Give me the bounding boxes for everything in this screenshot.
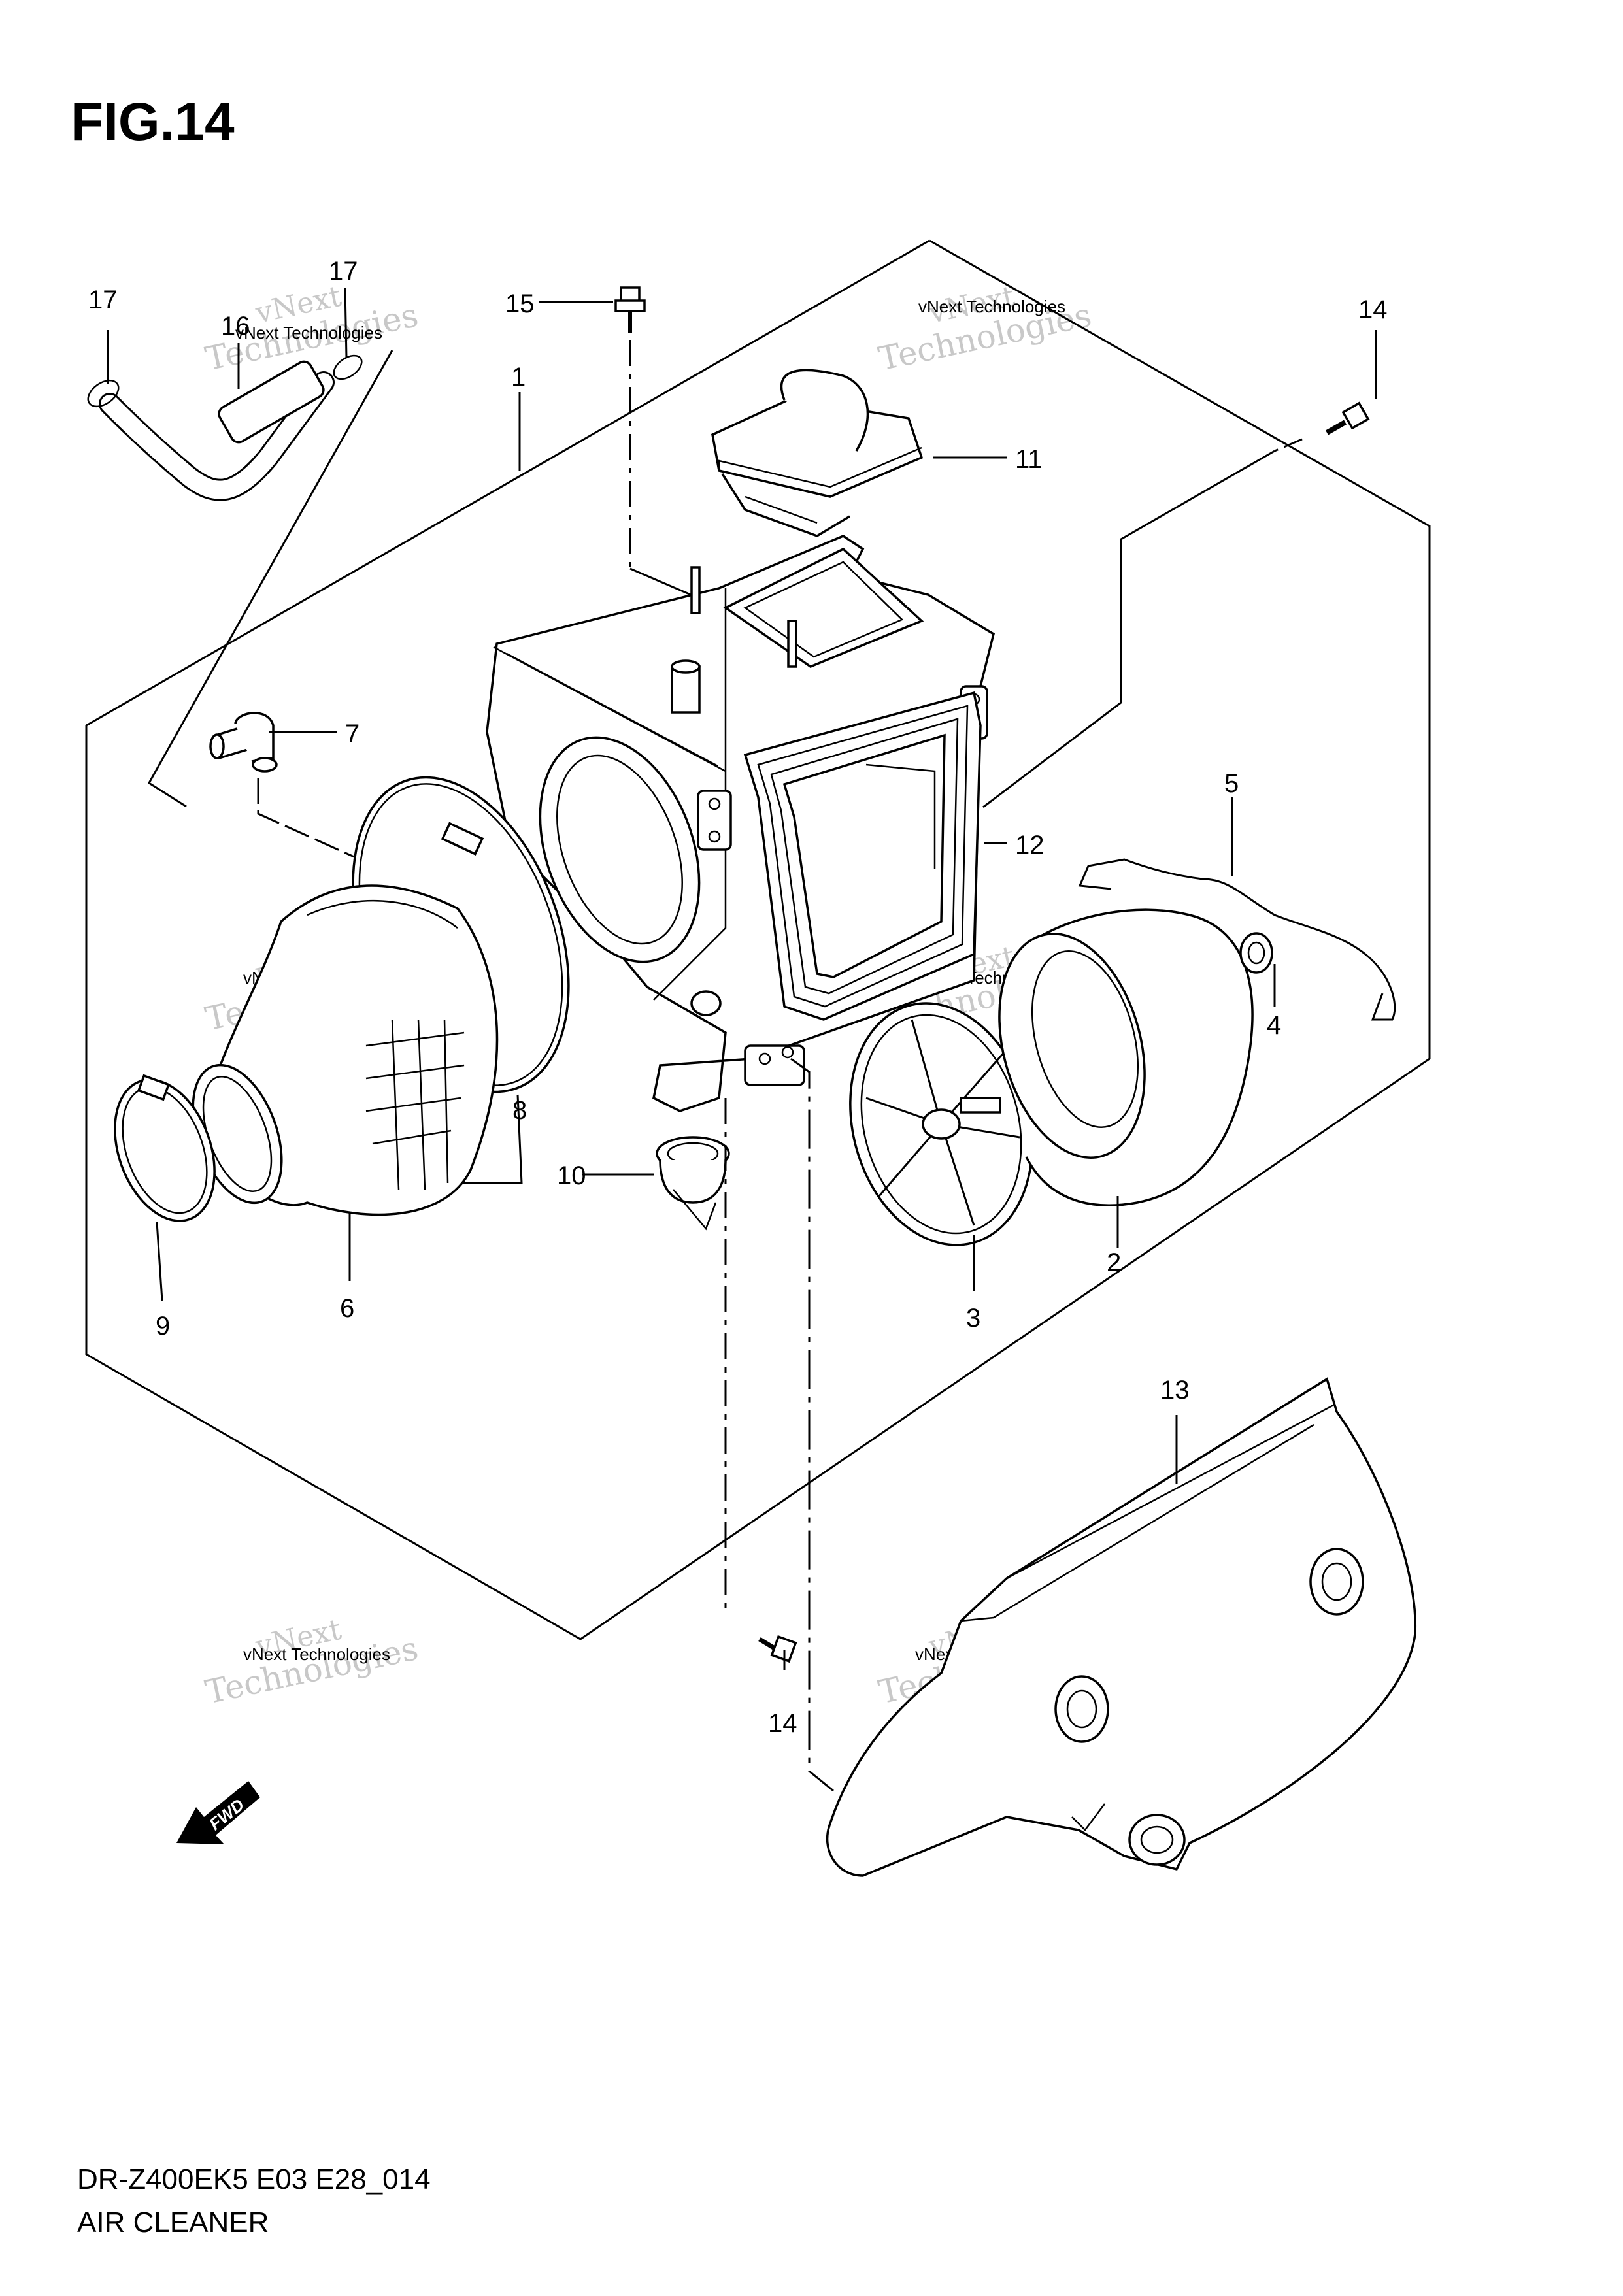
part-5-spring bbox=[1088, 858, 1396, 1021]
callout-7: 7 bbox=[345, 720, 360, 748]
part-6-boot bbox=[192, 884, 499, 1216]
callout-13: 13 bbox=[1160, 1376, 1190, 1405]
bolt-14-guide bbox=[1274, 438, 1303, 452]
part-12-gasket bbox=[743, 691, 982, 1021]
fwd-arrow: FWD bbox=[176, 1781, 260, 1844]
callout-5: 5 bbox=[1224, 769, 1239, 798]
callout-17-right: 17 bbox=[329, 257, 358, 286]
leader-lines bbox=[107, 287, 1377, 1670]
part-2-filter bbox=[998, 908, 1254, 1206]
callout-14-upper: 14 bbox=[1358, 295, 1388, 324]
bolt-15 bbox=[614, 286, 646, 333]
callout-12: 12 bbox=[1015, 831, 1045, 859]
callout-16: 16 bbox=[221, 312, 250, 341]
part-7-guide bbox=[257, 778, 390, 874]
part-11-duct bbox=[711, 369, 924, 537]
bolt-14-lower bbox=[758, 1635, 797, 1663]
callout-9: 9 bbox=[156, 1312, 170, 1340]
callout-2: 2 bbox=[1107, 1248, 1121, 1277]
watermark: vNext Technologies bbox=[875, 280, 1095, 378]
bracket-line bbox=[147, 350, 393, 808]
callout-4: 4 bbox=[1267, 1011, 1281, 1040]
hose-part bbox=[87, 354, 363, 501]
part-9-clamp bbox=[114, 1074, 216, 1222]
assembly-boundary bbox=[85, 239, 1431, 1640]
callout-3: 3 bbox=[966, 1304, 980, 1333]
callout-17-left: 17 bbox=[88, 286, 118, 314]
callout-15: 15 bbox=[505, 290, 535, 318]
watermark-text: vNext Technologies bbox=[235, 323, 382, 342]
callout-8: 8 bbox=[512, 1096, 527, 1125]
part-10-grommet bbox=[656, 1136, 730, 1231]
callout-6: 6 bbox=[340, 1294, 354, 1323]
part-12-guide bbox=[982, 450, 1275, 808]
part-5-spring bbox=[1078, 865, 1112, 890]
model-code: DR-Z400EK5 E03 E28_014 bbox=[77, 2163, 431, 2195]
section-name: AIR CLEANER bbox=[77, 2206, 269, 2238]
callout-1: 1 bbox=[511, 363, 526, 391]
callout-11: 11 bbox=[1015, 445, 1043, 474]
part-7-elbow bbox=[209, 712, 278, 773]
bolt-14-upper bbox=[1326, 401, 1370, 435]
watermark-text: vNext Technologies bbox=[243, 1644, 390, 1664]
watermark-text: vNext Technologies bbox=[918, 297, 1065, 316]
part-4-washer bbox=[1239, 932, 1273, 974]
cover-guide bbox=[790, 1057, 834, 1792]
callout-14-lower: 14 bbox=[768, 1709, 797, 1738]
part-13-cover bbox=[826, 1377, 1417, 1877]
callout-10: 10 bbox=[557, 1161, 586, 1190]
figure-title: FIG.14 bbox=[71, 92, 235, 152]
